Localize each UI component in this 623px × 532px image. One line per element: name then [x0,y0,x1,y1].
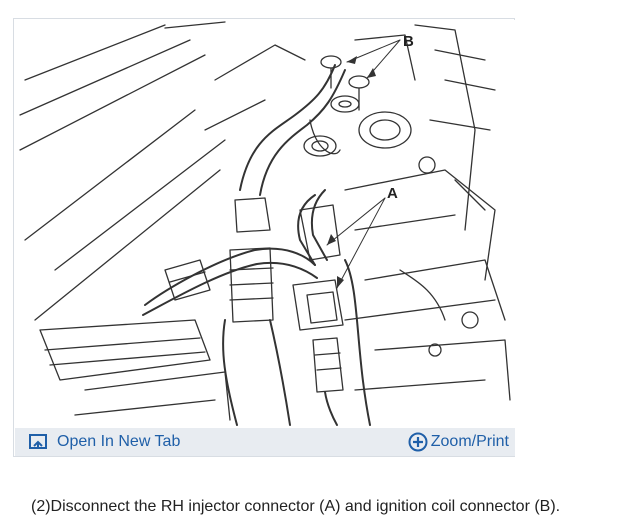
callout-a: A [387,185,398,202]
open-in-new-tab-label: Open In New Tab [57,433,181,450]
figure-caption: (2)Disconnect the RH injector connector … [31,498,561,515]
zoom-print-button[interactable]: Zoom/Print [408,432,509,452]
open-in-new-tab-icon [29,434,47,450]
figure-toolbar: Open In New Tab Zoom/Print [15,428,515,456]
callout-b: B [403,33,414,50]
zoom-print-label: Zoom/Print [430,433,509,450]
figure-frame: B A Open In New Tab Zoom/Print [13,18,515,457]
plus-circle-icon [408,432,428,452]
open-in-new-tab-button[interactable]: Open In New Tab [29,433,180,451]
engine-line-drawing: B A [19,21,511,426]
engine-illustration: B A [15,20,515,428]
